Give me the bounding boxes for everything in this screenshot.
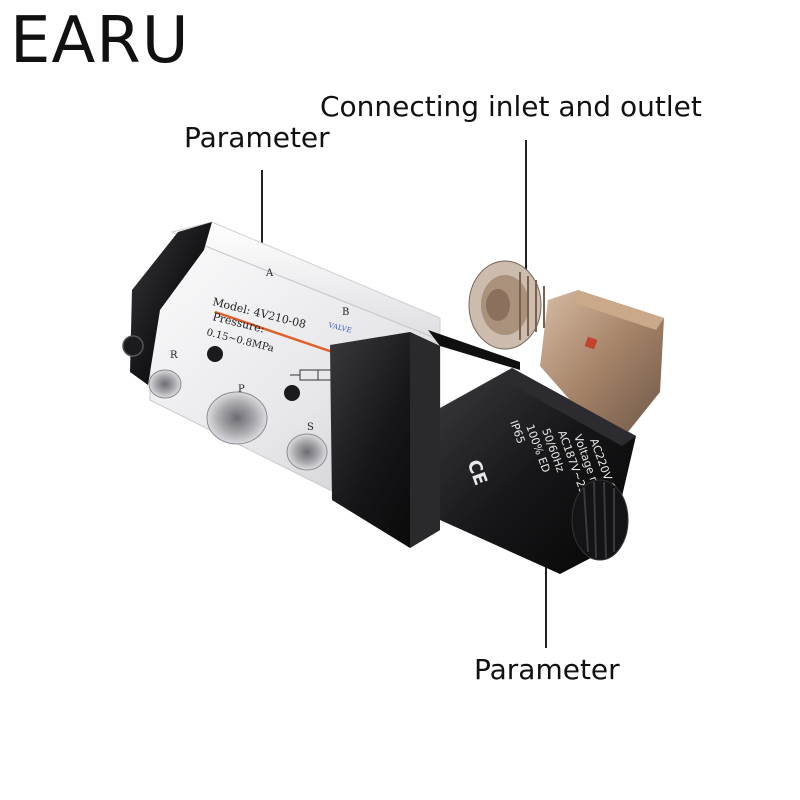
port-a-label: A — [265, 268, 274, 279]
cable-gland — [468, 260, 545, 350]
coil: AC220V 6.0VA Voltage range AC187V~253V 5… — [440, 368, 636, 574]
connector-cover — [468, 260, 664, 432]
port-b-label: B — [342, 307, 349, 318]
callout-inlet-outlet: Connecting inlet and outlet — [320, 90, 702, 123]
port-r-label: R — [170, 350, 178, 361]
solenoid-housing — [330, 330, 520, 548]
callout-parameter-top: Parameter — [184, 121, 330, 154]
callout-parameter-bottom: Parameter — [474, 653, 620, 686]
port-s-label: S — [307, 422, 314, 433]
brand-logo: EARU — [10, 4, 190, 78]
port-p-label: P — [238, 384, 245, 395]
